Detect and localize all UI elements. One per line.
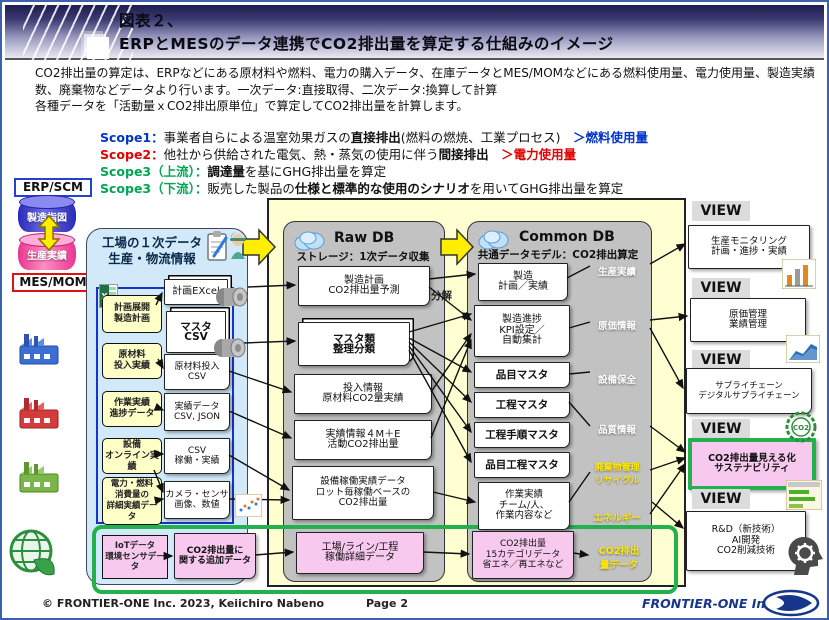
mes-mom-badge: MES/MOM — [12, 273, 94, 292]
rawdb-doc-co2: 工場/ライン/工程 稼働詳細データ — [296, 532, 424, 574]
co2-flow-green-frame — [92, 525, 678, 594]
scatter-chart-icon — [235, 494, 262, 517]
rawdb-doc: 設備稼働実績データ ロット毎稼働ベースの CO2排出量 — [292, 466, 434, 520]
company-logo-text: FRONTIER-ONE Inc. — [642, 596, 778, 611]
commondb-doc: 工程マスタ — [474, 392, 570, 418]
commondb-doc: 製造進捗 KPI設定／ 自動集計 — [474, 305, 570, 357]
factory-icon-blue — [19, 334, 59, 365]
cloud-icon — [291, 228, 327, 251]
co2-additional-data-doc: CO2排出量に 関する追加データ — [174, 533, 256, 579]
scope2-line: Scope2：他社から供給された電気、熱・蒸気の使用に伴う間接排出 ＞電力使用量 — [100, 147, 577, 162]
rawdb-subtitle: ストレージ：1次データ収集 — [296, 251, 430, 263]
material-input-box: 原材料 投入実績 — [102, 343, 162, 379]
scope3-up-label: Scope3（上流）： — [100, 164, 208, 179]
page-title: ERPとMESのデータ連携でCO2排出量を算定する仕組みのイメージ — [119, 35, 614, 53]
view-doc-supplychain: サプライチェーン デジタルサプライチェーン — [686, 368, 812, 414]
scope3-down-label: Scope3（下流）： — [100, 181, 208, 196]
title-square-icon — [87, 37, 109, 59]
plan-box: 計画展開 製造計画 — [102, 295, 162, 333]
commondb-doc: 品目工程マスタ — [474, 452, 570, 478]
earth-icon — [9, 529, 55, 576]
commondb-doc: 作業実績 チーム/人、 作業内容など — [478, 482, 570, 530]
scope3-down-line: Scope3（下流）：販売した製品の仕様と標準的な使用のシナリオを用いてGHG排… — [100, 181, 624, 196]
commondb-subtitle: 共通データモデル：CO2排出算定 — [477, 249, 639, 261]
factory-icon-red — [19, 398, 59, 429]
rawdb-title: Raw DB — [334, 230, 395, 246]
rawdb-doc: マスタ類 整理分類 — [298, 322, 410, 366]
commondb-doc-co2: CO2排出量 15カテゴリデータ 省エネ／再エネなど — [472, 531, 574, 579]
material-csv-doc: 原材料投入 CSV — [164, 354, 230, 390]
decompose-label: 分解 — [431, 290, 452, 302]
rawdb-doc: 製造計画 CO2排出量予測 — [298, 266, 430, 306]
intro-text: CO2排出量の算定は、ERPなどにある原材料や燃料、電力の購入データ、在庫データ… — [35, 66, 816, 113]
result-csv-json-doc: 実績データ CSV, JSON — [164, 393, 230, 431]
factory-panel-title: 工場の１次データ 生産・物流情報 — [101, 235, 202, 266]
view-label: VIEW — [692, 201, 750, 221]
scope1-label: Scope1： — [100, 130, 164, 145]
data-tape-icon — [216, 287, 248, 307]
equipment-online-box: 設備 オンライン実績 — [102, 438, 162, 474]
commondb-title: Common DB — [519, 229, 615, 245]
view-doc-rd: R&D（新技術） AI開発 CO2削減技術 — [686, 511, 806, 571]
worker-icon — [230, 232, 246, 259]
erp-scm-badge: ERP/SCM — [14, 178, 92, 197]
production-order-cylinder: 製造指図 — [18, 195, 76, 232]
iot-sensor-box: IoTデータ 環境センサデータ — [102, 535, 168, 579]
production-result-cylinder: 生産実績 — [18, 233, 76, 270]
rawdb-doc: 投入情報 原材料CO2量実績 — [294, 374, 432, 414]
data-tape-icon — [214, 338, 246, 358]
view-label: VIEW — [692, 278, 750, 298]
frontier-one-logo — [762, 589, 820, 617]
view-label: VIEW — [692, 419, 750, 439]
factory-icon-green — [19, 462, 59, 493]
figure-number: 図表２、 — [119, 12, 184, 30]
rawdb-doc: 実績情報４M＋E 活動CO2排出量 — [294, 420, 432, 460]
scope1-line: Scope1：事業者自らによる温室効果ガスの直接排出(燃料の燃焼、工業プロセス)… — [100, 130, 649, 145]
commondb-doc: 製造 計画／実績 — [478, 263, 568, 301]
csv-operation-doc: CSV 稼働・実績 — [164, 438, 230, 474]
scope2-label: Scope2： — [100, 147, 164, 162]
clipboard-icon — [207, 231, 228, 261]
power-fuel-box: 電力・燃料 消費量の 詳細実績データ — [102, 477, 162, 525]
ai-head-icon — [788, 536, 823, 575]
work-progress-box: 作業実績 進捗データ — [102, 391, 162, 427]
footer-copyright: © FRONTIER-ONE Inc. 2023, Keiichiro Nabe… — [42, 597, 325, 610]
title-decoration — [23, 5, 133, 60]
co2-stamp-icon: CO2 — [785, 411, 817, 443]
page-number: Page 2 — [365, 597, 408, 610]
scope3-up-line: Scope3（上流）：調達量を基にGHG排出量を算定 — [100, 164, 387, 179]
bar-chart-icon — [782, 259, 816, 289]
title-bar: 図表２、 ERPとMESのデータ連携でCO2排出量を算定する仕組みのイメージ — [5, 5, 824, 60]
gantt-chart-icon — [786, 480, 822, 510]
view-label: VIEW — [692, 489, 750, 509]
commondb-doc: 品目マスタ — [474, 362, 570, 388]
svg-text:CO2: CO2 — [793, 424, 809, 432]
cloud-icon — [475, 227, 511, 250]
camera-sensor-doc: カメラ・センサ 画像、数値 — [164, 481, 230, 519]
view-label: VIEW — [692, 350, 750, 370]
commondb-doc: 工程手順マスタ — [474, 422, 570, 448]
area-chart-icon — [786, 335, 820, 363]
